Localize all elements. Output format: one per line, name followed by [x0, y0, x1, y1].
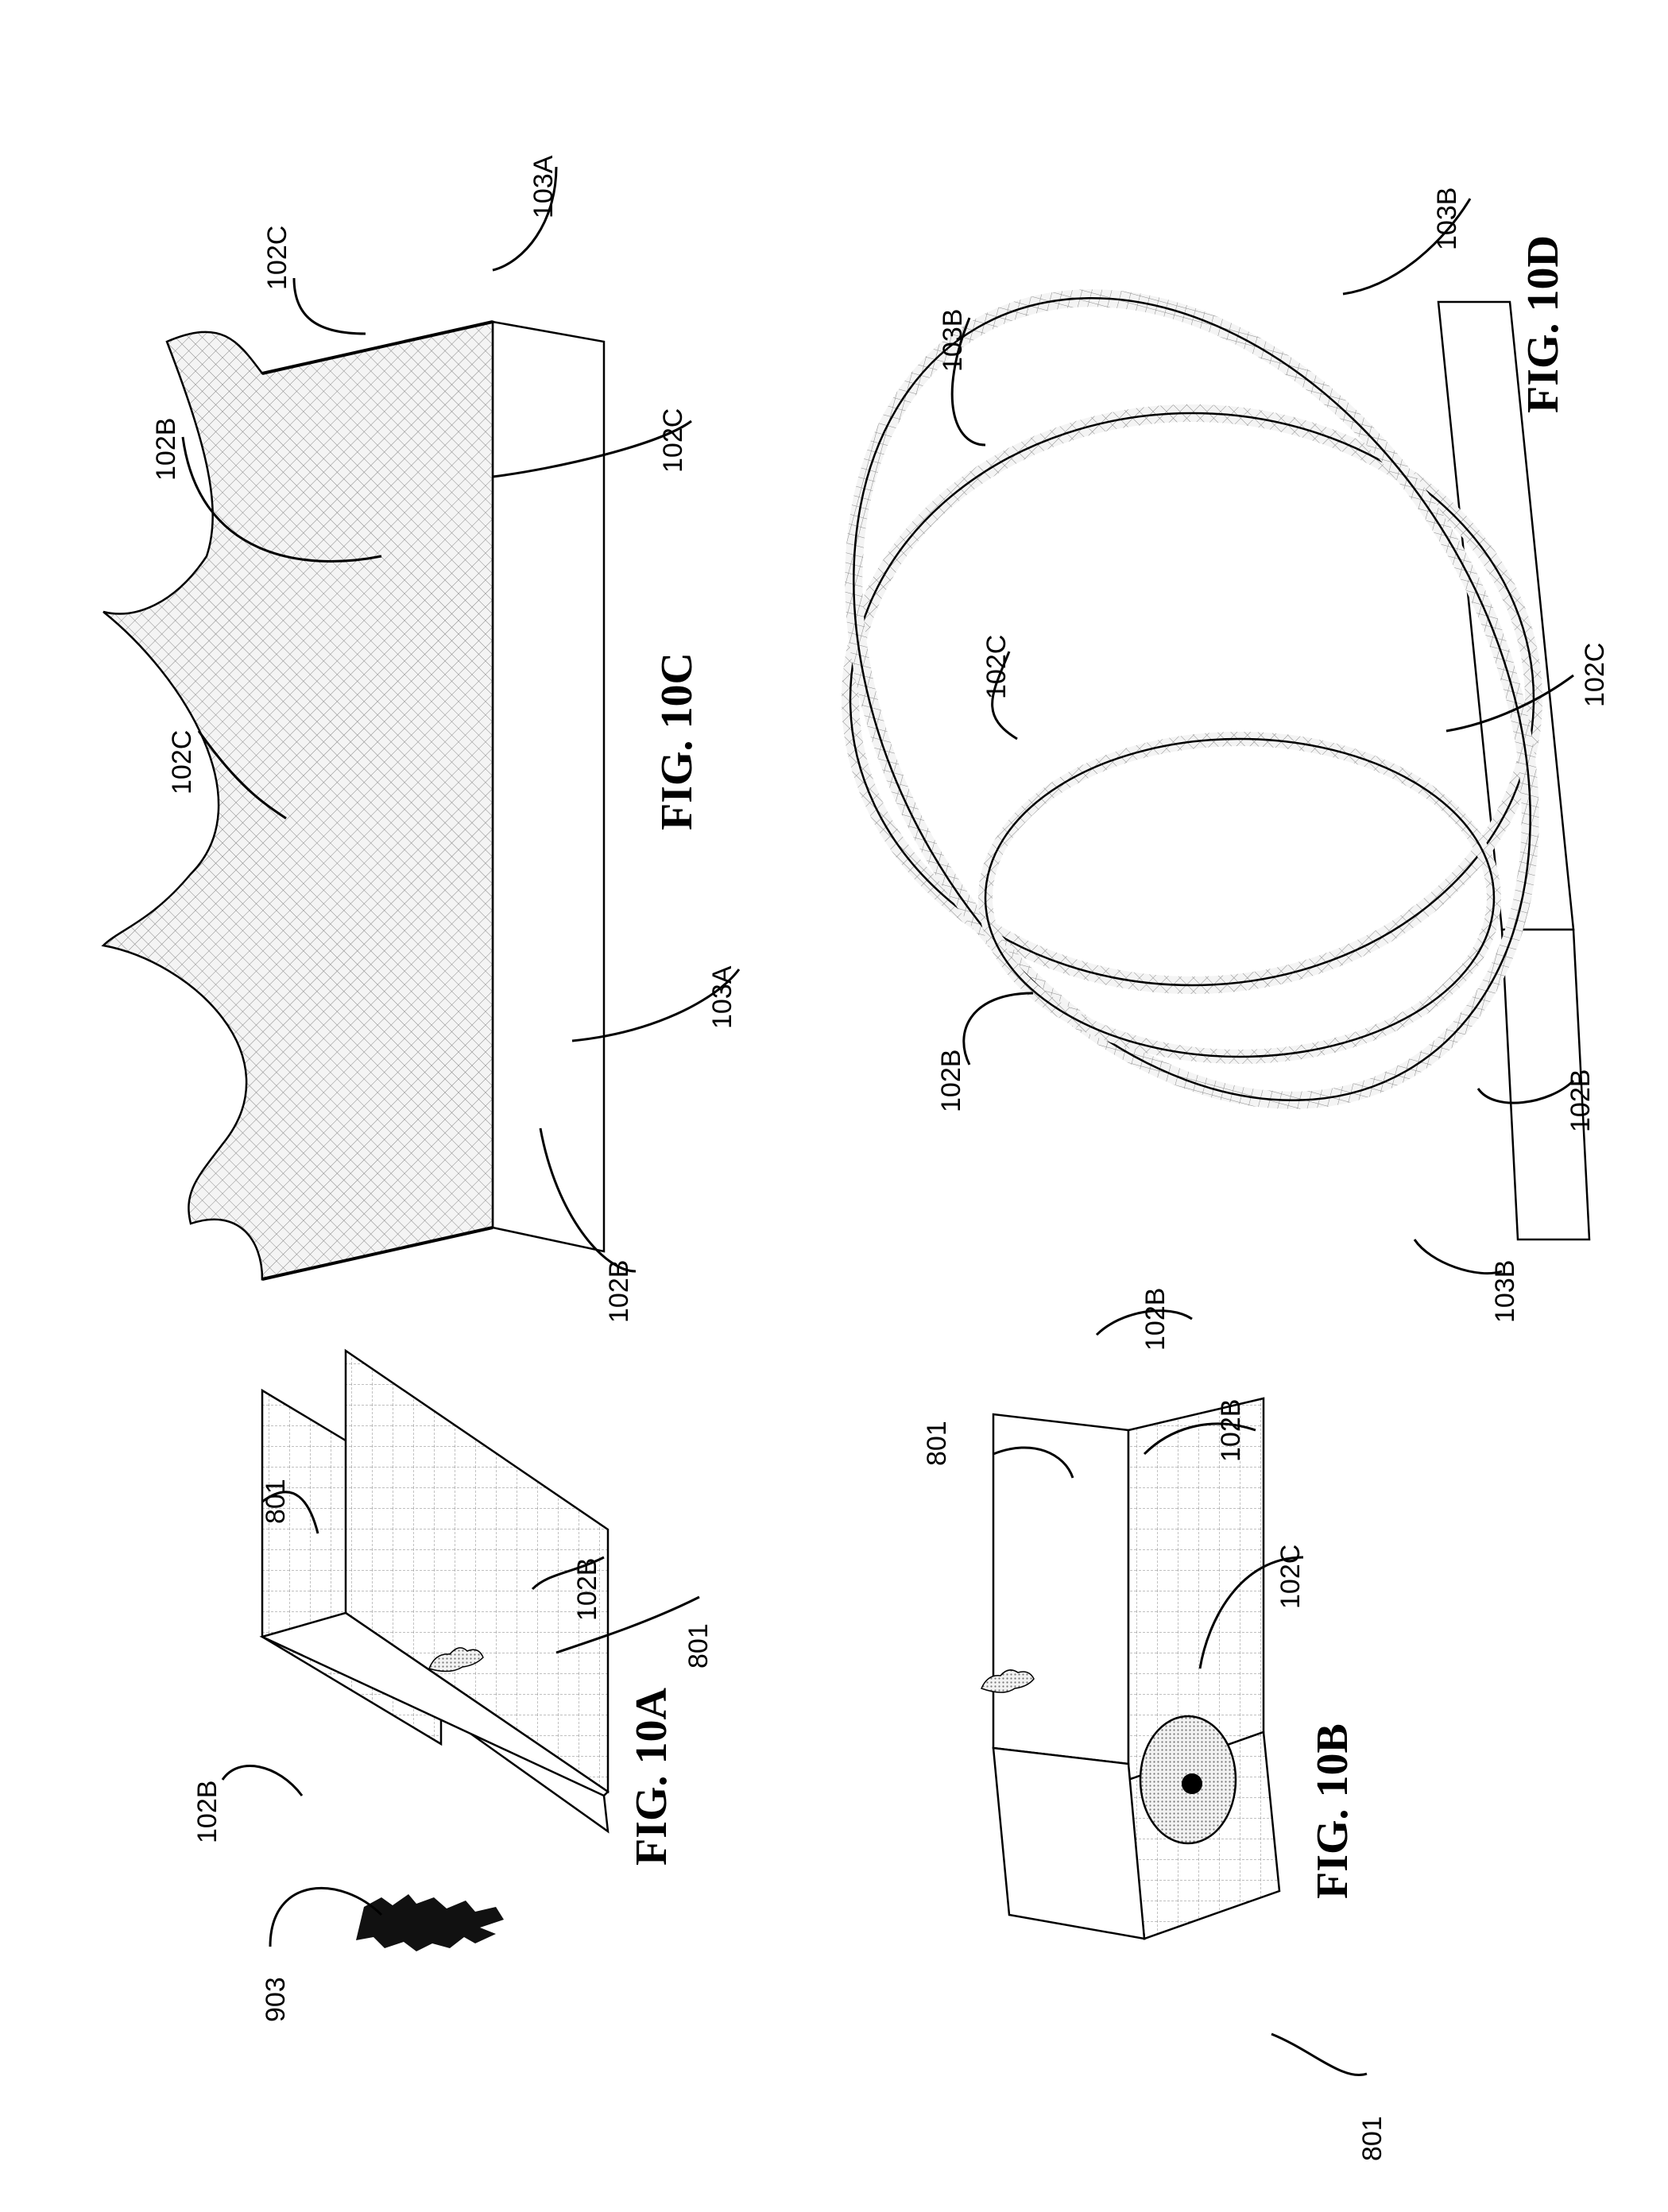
ref-102b-10c-a: 102B: [151, 418, 181, 481]
leader-801-10b: [993, 1446, 1074, 1479]
ref-801-10a-b: 801: [683, 1623, 714, 1669]
ref-102c-10b: 102C: [1275, 1545, 1306, 1609]
tree-icon: [356, 1894, 504, 1951]
fig-10c-post-a: [261, 320, 493, 375]
person-figure-10b: [980, 1669, 1035, 1693]
fig-10b: [980, 1397, 1281, 1940]
leader-801-10a-b: [555, 1595, 700, 1654]
fig-10c: [101, 320, 606, 1281]
ref-103a-10c-a: 103A: [528, 155, 559, 218]
leader-102b-10d: [962, 992, 1034, 1065]
fig-10d-title: FIG. 10D: [1519, 235, 1568, 413]
leader-lines: [181, 166, 1575, 2076]
leader-102c-10c: [292, 277, 366, 335]
fig-10d: [842, 289, 1591, 1241]
fig-10c-base-side: [491, 320, 606, 1253]
leader-102b-10a-b: [531, 1556, 605, 1591]
ref-102b-10d-b: 102B: [1565, 1069, 1596, 1132]
fig-10b-labels: 801 801 102B 102B 102C: [922, 1288, 1387, 2161]
fig-10d-labels: 103B 103B 102C 102B 102C 102B 103B: [936, 188, 1610, 1323]
leader-102c-10d: [991, 651, 1018, 741]
fig-10c-post-b: [261, 1226, 493, 1281]
leader-102b-10a: [221, 1765, 304, 1796]
fig-10a-floor: [259, 1611, 610, 1797]
ref-103b-10d-b: 103B: [938, 309, 968, 372]
leader-102b-10c-b: [539, 1127, 637, 1273]
ref-102c-10c-c: 102C: [167, 730, 197, 795]
ref-102b-10a-a: 102B: [192, 1781, 223, 1843]
leader-102c-10d-b: [1445, 674, 1574, 733]
fig-10c-labels: 102C 103A 102B 102C 102C 103A 102B: [151, 155, 737, 1323]
ref-102c-10c-b: 102C: [658, 408, 688, 473]
ref-103b-10d-c: 103B: [1490, 1260, 1520, 1323]
leader-103a-10c-b: [571, 969, 741, 1042]
leader-102b-10c: [181, 436, 382, 563]
leader-102c-10b: [1198, 1556, 1304, 1669]
fig-10c-title: FIG. 10C: [652, 652, 702, 830]
leader-103b-10d: [1342, 198, 1472, 296]
fig-10c-canopy: [101, 320, 494, 1281]
fig-10a: [259, 1348, 610, 1951]
fig-10d-band-2-outline: [853, 296, 1531, 1102]
leader-102b-10b-b: [1143, 1422, 1256, 1456]
ref-102c-10d-a: 102C: [981, 635, 1012, 699]
leader-801-10a: [261, 1491, 319, 1534]
ref-102c-10c-a: 102C: [262, 226, 292, 290]
leader-801-10b-b: [1271, 2032, 1368, 2076]
ref-801-10a-a: 801: [261, 1479, 291, 1524]
ref-102b-10b-b: 102B: [1216, 1399, 1246, 1462]
fig-10d-base-side: [1500, 928, 1591, 1241]
fig-10a-labels: 903 102B 801 102B 801: [192, 1479, 714, 2022]
leader-103a-10c: [492, 166, 558, 272]
fig-10b-title: FIG. 10B: [1308, 1723, 1357, 1899]
ref-102b-10b-a: 102B: [1140, 1288, 1171, 1351]
leader-102b-10d-b: [1476, 1079, 1575, 1104]
leader-102c-10c-b: [492, 420, 692, 478]
fig-10d-band-3: [978, 732, 1501, 1064]
fig-10b-slab-left-lower: [992, 1746, 1146, 1940]
leader-103b-10d-b: [950, 317, 986, 447]
person-figure: [428, 1647, 484, 1673]
fig-10a-title: FIG. 10A: [627, 1687, 676, 1866]
ref-801-10b-a: 801: [1357, 2116, 1387, 2161]
leader-102b-10b: [1095, 1309, 1193, 1336]
leader-102c-10c-c: [197, 730, 287, 820]
fig-10d-band-3-outline: [984, 737, 1496, 1058]
ref-102b-10c-b: 102B: [604, 1260, 634, 1323]
ref-801-10b-b: 801: [922, 1421, 952, 1466]
leader-903: [269, 1886, 383, 1947]
fig-10b-pupil: [1182, 1773, 1202, 1794]
leader-103b-10d-c: [1413, 1239, 1503, 1275]
ref-903: 903: [261, 1977, 291, 2022]
ref-102c-10d-b: 102C: [1580, 643, 1610, 707]
fig-10b-slab-left: [992, 1413, 1130, 1765]
ref-102b-10d-a: 102B: [936, 1050, 966, 1112]
